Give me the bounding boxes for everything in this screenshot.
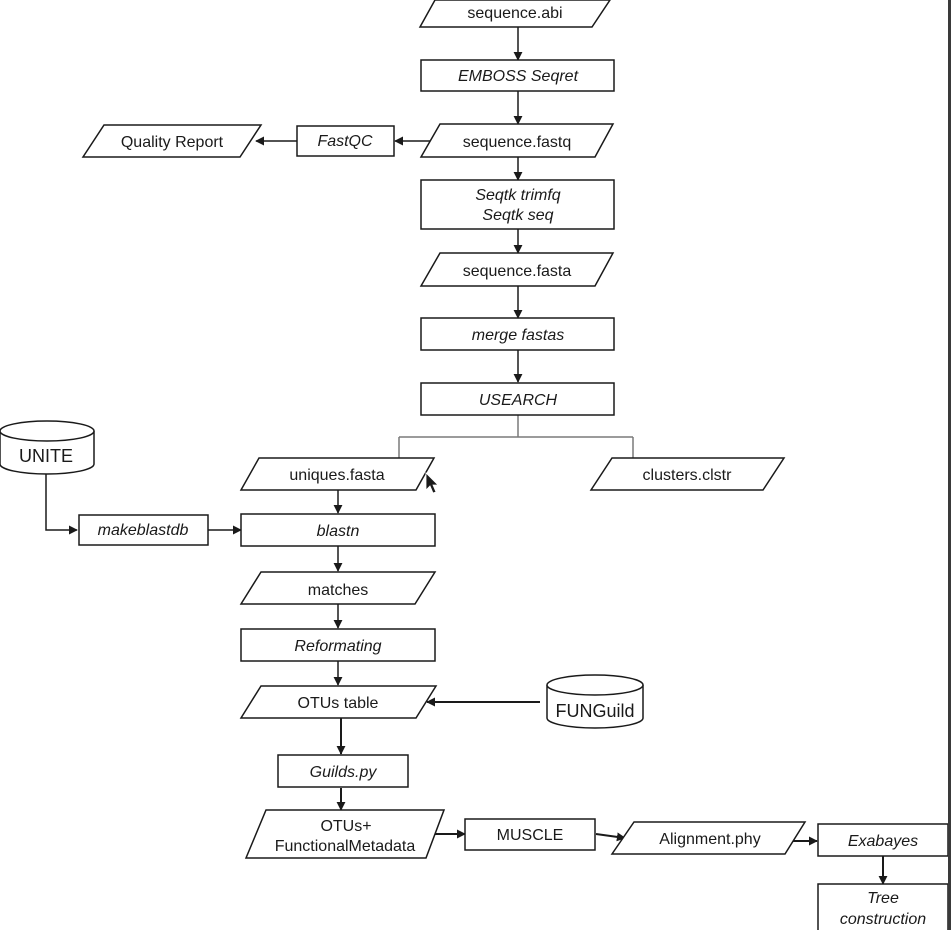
label-clusters-clstr: clusters.clstr	[643, 467, 733, 484]
node-merge-fastas: merge fastas	[420, 317, 615, 351]
node-fastqc: FastQC	[296, 125, 395, 157]
label-sequence-fastq: sequence.fastq	[463, 134, 572, 151]
label-funguild: FUNGuild	[555, 701, 634, 721]
label-guilds-py: Guilds.py	[310, 764, 378, 781]
node-unite-database: UNITE	[0, 420, 95, 475]
node-guilds-py: Guilds.py	[277, 754, 409, 788]
node-matches: matches	[239, 571, 437, 605]
node-alignment-phy: Alignment.phy	[610, 821, 807, 855]
label-usearch: USEARCH	[479, 392, 558, 409]
label-fastqc: FastQC	[317, 133, 373, 150]
label-sequence-abi: sequence.abi	[467, 5, 562, 22]
label-otus-plus: OTUs+	[320, 818, 371, 835]
label-matches: matches	[308, 582, 368, 599]
label-makeblastdb: makeblastdb	[98, 522, 189, 539]
node-sequence-fasta: sequence.fasta	[419, 252, 615, 287]
node-uniques-fasta: uniques.fasta	[239, 457, 436, 491]
window-frame-edge	[948, 0, 951, 930]
node-sequence-abi: sequence.abi	[418, 0, 611, 28]
node-blastn: blastn	[240, 513, 436, 547]
label-tree: Tree	[867, 890, 899, 907]
label-alignment-phy: Alignment.phy	[659, 831, 760, 848]
label-exabayes: Exabayes	[848, 833, 918, 850]
branch-usearch-split	[398, 415, 634, 458]
label-quality-report: Quality Report	[121, 134, 224, 151]
node-funguild-database: FUNGuild	[546, 674, 644, 729]
node-quality-report: Quality Report	[81, 124, 263, 158]
label-merge-fastas: merge fastas	[472, 327, 564, 344]
node-seqtk: Seqtk trimfq Seqtk seq	[420, 179, 615, 230]
node-makeblastdb: makeblastdb	[78, 514, 209, 546]
label-reformating: Reformating	[294, 638, 381, 655]
label-seqtk-seq: Seqtk seq	[482, 207, 553, 224]
label-functional-metadata: FunctionalMetadata	[275, 838, 416, 855]
node-clusters-clstr: clusters.clstr	[589, 457, 786, 491]
node-tree-construction: Tree construction	[817, 883, 949, 930]
label-sequence-fasta: sequence.fasta	[463, 263, 572, 280]
arrow-muscle-to-alignment	[595, 832, 626, 842]
mouse-cursor-icon	[425, 472, 439, 494]
label-uniques-fasta: uniques.fasta	[289, 467, 384, 484]
node-emboss-seqret: EMBOSS Seqret	[420, 59, 615, 92]
label-seqtk-trimfq: Seqtk trimfq	[475, 187, 560, 204]
node-otus-functional-metadata: OTUs+ FunctionalMetadata	[244, 809, 446, 859]
node-reformating: Reformating	[240, 628, 436, 662]
node-exabayes: Exabayes	[817, 823, 949, 857]
node-muscle: MUSCLE	[464, 818, 596, 851]
label-blastn: blastn	[317, 523, 360, 540]
label-emboss-seqret: EMBOSS Seqret	[458, 68, 579, 85]
node-sequence-fastq: sequence.fastq	[419, 123, 615, 158]
label-unite: UNITE	[19, 446, 73, 466]
label-muscle: MUSCLE	[497, 827, 564, 844]
node-usearch: USEARCH	[420, 382, 615, 416]
node-otus-table: OTUs table	[239, 685, 438, 719]
arrow-unite-to-makeblastdb	[45, 473, 78, 535]
label-otus-table: OTUs table	[298, 695, 379, 712]
label-construction: construction	[840, 911, 926, 928]
